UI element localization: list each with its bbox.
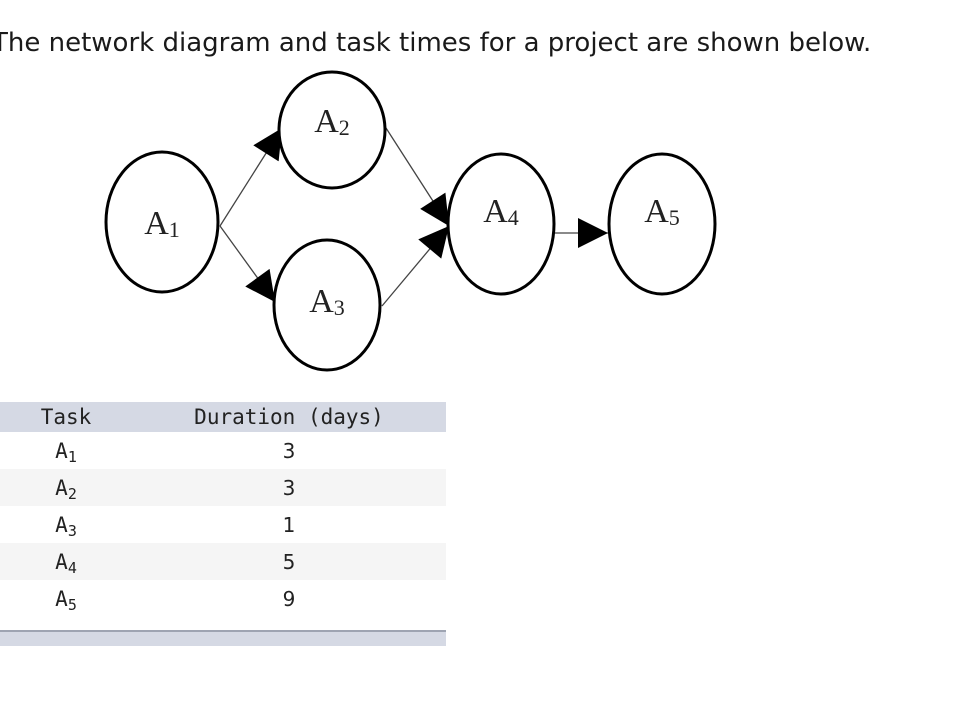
task-cell: A5 xyxy=(0,580,132,617)
task-letter: A xyxy=(55,586,68,611)
network-diagram: A1 A2 A3 A4 A5 xyxy=(104,70,717,372)
edge-a1-a3 xyxy=(219,225,276,303)
node-a4: A4 xyxy=(446,152,556,296)
header-task: Task xyxy=(0,402,132,432)
task-cell: A4 xyxy=(0,543,132,580)
duration-cell: 1 xyxy=(282,512,296,537)
task-letter: A xyxy=(55,475,68,500)
table-header-row: Task Duration (days) xyxy=(0,402,446,432)
task-subscript: 2 xyxy=(67,484,77,503)
edge-a2-a4 xyxy=(385,127,450,227)
node-a1: A1 xyxy=(104,150,220,294)
node-a4-subscript: 4 xyxy=(508,205,519,230)
node-a2: A2 xyxy=(277,70,387,190)
task-letter: A xyxy=(55,512,68,537)
svg-text:A2: A2 xyxy=(314,103,350,140)
svg-text:A1: A1 xyxy=(144,205,180,242)
node-a2-subscript: 2 xyxy=(339,115,350,140)
task-cell: A1 xyxy=(0,432,132,469)
duration-cell: 3 xyxy=(282,438,296,463)
task-subscript: 4 xyxy=(67,558,77,577)
node-a1-subscript: 1 xyxy=(169,217,180,242)
table-row: A1 3 xyxy=(0,432,446,469)
duration-cell: 5 xyxy=(132,543,446,580)
node-a3: A3 xyxy=(272,238,382,372)
intro-text: The network diagram and task times for a… xyxy=(0,28,872,58)
task-letter: A xyxy=(55,549,68,574)
svg-text:A5: A5 xyxy=(644,193,680,230)
node-a3-subscript: 3 xyxy=(334,295,345,320)
table-row: A2 3 xyxy=(0,469,446,506)
edge-a3-a4 xyxy=(381,225,450,307)
task-letter: A xyxy=(55,438,68,463)
svg-text:A4: A4 xyxy=(483,193,519,230)
task-duration-table: Task Duration (days) A1 3 A2 3 A3 1 A4 5… xyxy=(0,402,446,617)
table-row: A5 9 xyxy=(0,580,446,617)
node-a3-letter: A xyxy=(309,283,334,320)
node-a1-letter: A xyxy=(144,205,169,242)
task-subscript: 1 xyxy=(67,447,77,466)
task-cell: A3 xyxy=(0,506,132,543)
table-footer-bar xyxy=(0,630,446,646)
node-a5-subscript: 5 xyxy=(669,205,680,230)
duration-cell: 9 xyxy=(282,586,296,611)
task-subscript: 3 xyxy=(67,521,77,540)
node-a4-letter: A xyxy=(483,193,508,230)
node-a5: A5 xyxy=(607,152,717,296)
task-cell: A2 xyxy=(0,469,132,506)
table-row: A3 1 xyxy=(0,506,446,543)
duration-cell: 3 xyxy=(132,469,446,506)
task-subscript: 5 xyxy=(67,595,77,614)
header-duration: Duration (days) xyxy=(132,402,446,432)
node-a5-letter: A xyxy=(644,193,669,230)
node-a2-letter: A xyxy=(314,103,339,140)
edge-a1-a2 xyxy=(219,127,283,227)
table-row: A4 5 xyxy=(0,543,446,580)
svg-text:A3: A3 xyxy=(309,283,345,320)
